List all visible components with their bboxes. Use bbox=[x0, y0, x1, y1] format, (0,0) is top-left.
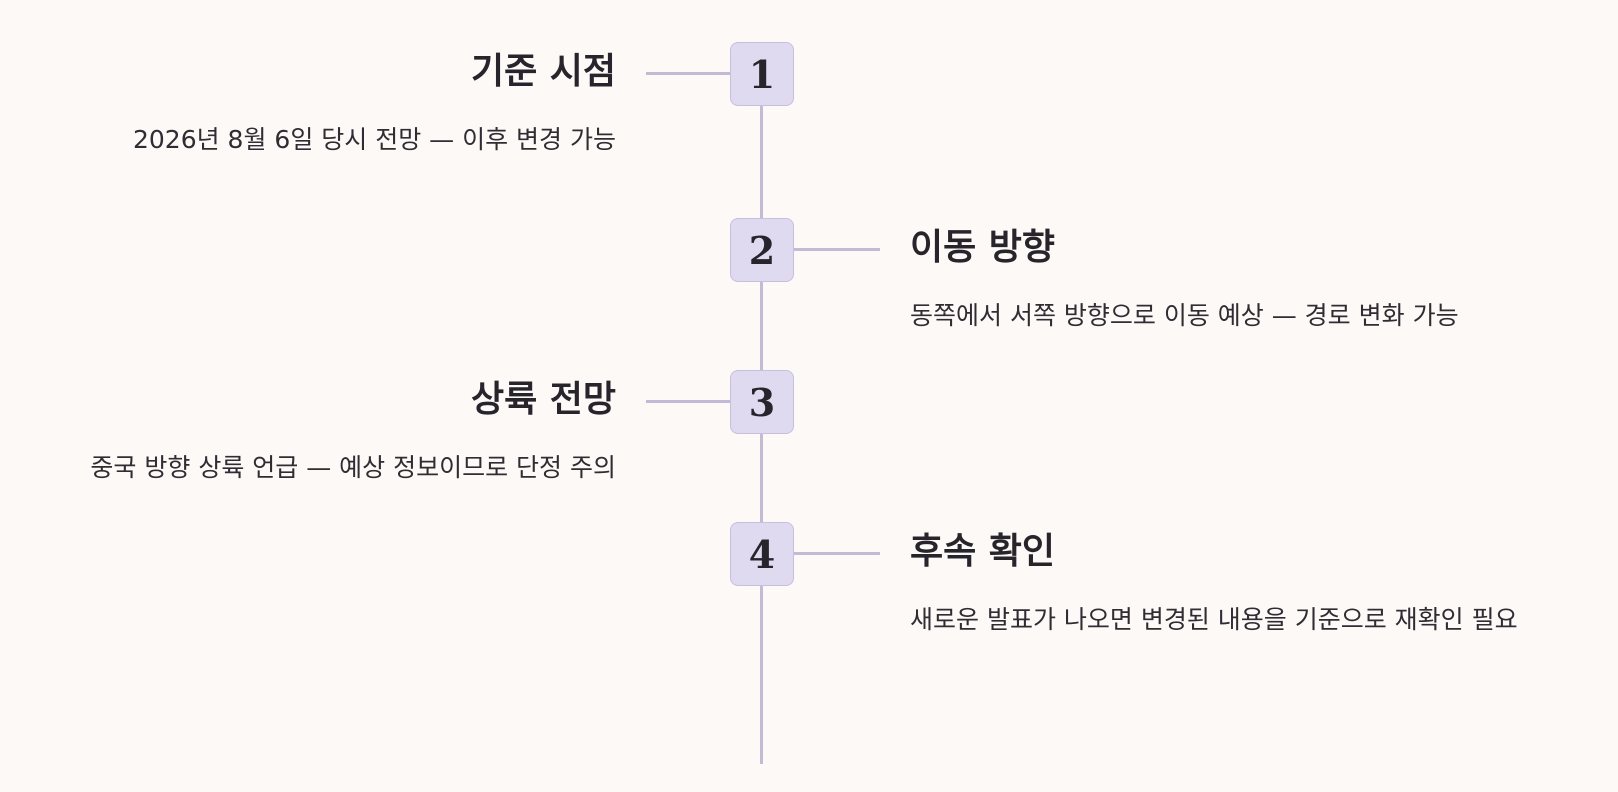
step-badge-1: 1 bbox=[730, 42, 794, 106]
connector-1 bbox=[646, 72, 730, 75]
connector-2 bbox=[794, 248, 880, 251]
step-title-3: 상륙 전망 bbox=[470, 379, 616, 420]
step-badge-4: 4 bbox=[730, 522, 794, 586]
step-description-2: 동쪽에서 서쪽 방향으로 이동 예상 — 경로 변화 가능 bbox=[910, 301, 1459, 330]
connector-3 bbox=[646, 400, 730, 403]
step-description-4: 새로운 발표가 나오면 변경된 내용을 기준으로 재확인 필요 bbox=[910, 605, 1518, 634]
step-title-1: 기준 시점 bbox=[470, 51, 616, 92]
step-title-2: 이동 방향 bbox=[910, 227, 1056, 268]
step-badge-2: 2 bbox=[730, 218, 794, 282]
step-title-4: 후속 확인 bbox=[910, 531, 1056, 572]
step-description-3: 중국 방향 상륙 언급 — 예상 정보이므로 단정 주의 bbox=[90, 453, 616, 482]
step-badge-3: 3 bbox=[730, 370, 794, 434]
connector-4 bbox=[794, 552, 880, 555]
step-description-1: 2026년 8월 6일 당시 전망 — 이후 변경 가능 bbox=[132, 125, 616, 154]
